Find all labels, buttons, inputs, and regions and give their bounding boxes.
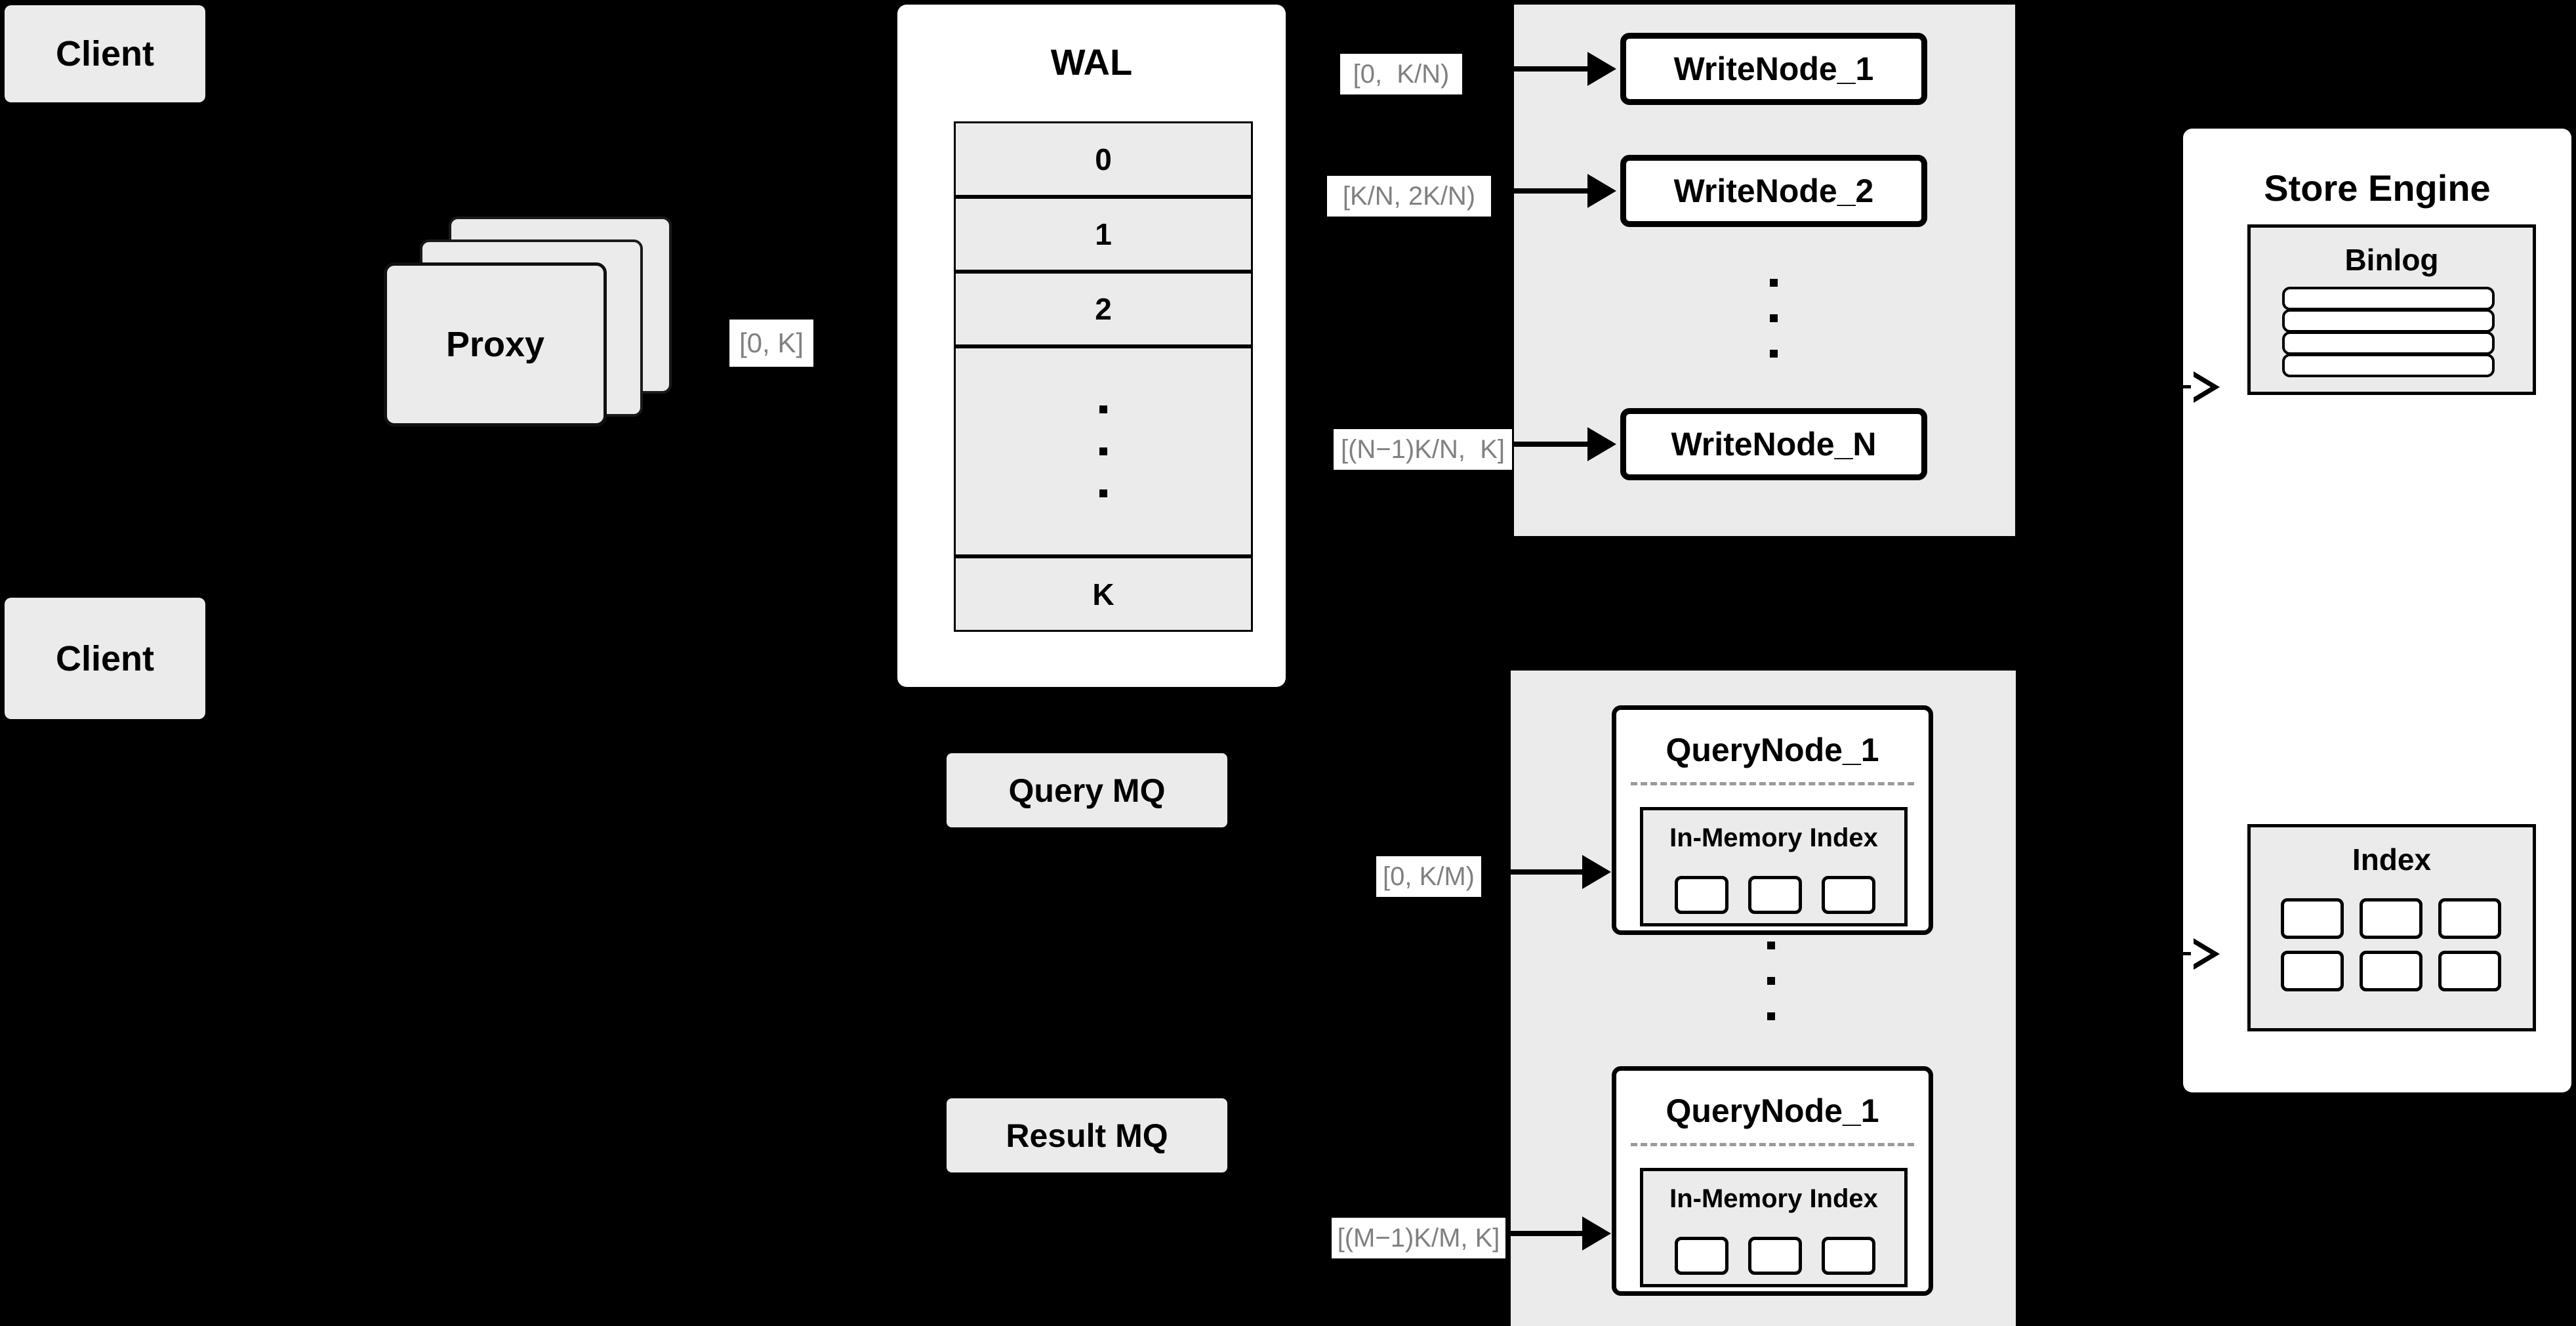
wal-title: WAL	[1050, 41, 1133, 83]
arrow-head-to-write-node-n	[1587, 427, 1616, 461]
arrow-line-to-query-node-m	[1420, 1231, 1594, 1236]
query-node-divider	[1631, 782, 1914, 785]
client-box-2[interactable]: Client	[5, 598, 205, 719]
write-node-2[interactable]: WriteNode_2	[1620, 155, 1927, 227]
arrow-line-to-binlog	[2144, 385, 2194, 388]
client-label: Client	[55, 638, 154, 678]
index-chip[interactable]	[1822, 1237, 1875, 1275]
binlog-title: Binlog	[2344, 243, 2439, 277]
index-chip[interactable]	[1748, 876, 1802, 914]
client-label: Client	[55, 34, 154, 73]
query-mq-box[interactable]: Query MQ	[947, 753, 1227, 827]
store-index-chip[interactable]	[2281, 898, 2344, 939]
in-memory-index-panel-1: In-Memory Index	[1640, 807, 1908, 926]
result-mq-label: Result MQ	[1006, 1117, 1168, 1154]
binlog-row[interactable]	[2282, 309, 2495, 333]
arrow-head-to-write-node-2	[1587, 174, 1616, 208]
in-memory-index-panel-2: In-Memory Index	[1640, 1168, 1908, 1287]
index-chip[interactable]	[1675, 876, 1728, 914]
wal-entry-k[interactable]: K	[954, 556, 1253, 632]
range-label-proxy-to-wal: [0, K]	[729, 320, 813, 367]
result-mq-box[interactable]: Result MQ	[947, 1098, 1227, 1172]
arrow-head-to-index	[2191, 938, 2220, 970]
index-chip[interactable]	[1822, 876, 1875, 914]
range-label-write-node-2: [K/N, 2K/N)	[1327, 176, 1491, 217]
query-node-title: QueryNode_1	[1666, 1092, 1879, 1129]
range-label-query-node-1: [0, K/M)	[1376, 856, 1481, 897]
arrow-line-to-write-node-2	[1421, 188, 1598, 194]
arrow-line-to-write-node-1	[1421, 66, 1598, 72]
wal-panel: WAL 0 1 2 K	[897, 5, 1286, 687]
index-chip[interactable]	[1748, 1237, 1802, 1275]
store-engine-title: Store Engine	[2264, 167, 2491, 209]
arrow-line-to-query-node-1	[1420, 869, 1594, 875]
write-node-vertical-ellipsis-icon	[1766, 279, 1782, 358]
store-index-chip[interactable]	[2281, 951, 2344, 991]
query-node-vertical-ellipsis-icon	[1763, 942, 1779, 1020]
query-node-m[interactable]: QueryNode_1 In-Memory Index	[1612, 1066, 1933, 1296]
store-index-chip[interactable]	[2438, 951, 2501, 991]
wal-vertical-ellipsis-icon	[1099, 405, 1107, 497]
store-index-chip[interactable]	[2360, 898, 2423, 939]
binlog-panel: Binlog	[2247, 224, 2536, 395]
query-node-title: QueryNode_1	[1666, 732, 1879, 768]
arrow-head-to-write-node-1	[1587, 52, 1616, 86]
write-node-label: WriteNode_1	[1673, 51, 1874, 87]
binlog-row[interactable]	[2282, 354, 2495, 377]
client-box-1[interactable]: Client	[5, 5, 205, 102]
arrow-line-to-index	[2144, 952, 2194, 955]
index-chip[interactable]	[1675, 1237, 1728, 1275]
write-node-n[interactable]: WriteNode_N	[1620, 408, 1927, 480]
wal-entry-1[interactable]: 1	[954, 197, 1253, 272]
wal-entry-0[interactable]: 0	[954, 121, 1253, 197]
query-node-divider	[1631, 1143, 1914, 1146]
store-index-chip[interactable]	[2438, 898, 2501, 939]
range-label-write-node-n: [(N−1)K/N, K]	[1334, 429, 1512, 470]
range-label-write-node-1: [0, K/N)	[1340, 54, 1462, 94]
arrow-head-to-query-node-m	[1582, 1216, 1611, 1251]
binlog-row[interactable]	[2282, 331, 2495, 355]
query-node-1[interactable]: QueryNode_1 In-Memory Index	[1612, 705, 1933, 935]
index-title: Index	[2352, 842, 2432, 877]
arrow-head-to-query-node-1	[1582, 855, 1611, 889]
wal-entry-2[interactable]: 2	[954, 272, 1253, 346]
query-mq-label: Query MQ	[1008, 772, 1166, 809]
wal-entry-ellipsis	[954, 346, 1253, 556]
in-memory-index-title: In-Memory Index	[1669, 1184, 1878, 1213]
binlog-row[interactable]	[2282, 287, 2495, 310]
proxy-label: Proxy	[445, 325, 545, 364]
range-label-query-node-m: [(M−1)K/M, K]	[1332, 1218, 1505, 1258]
write-node-label: WriteNode_N	[1671, 426, 1877, 463]
store-index-chip[interactable]	[2360, 951, 2423, 991]
store-engine-panel: Store Engine Binlog Index	[2183, 129, 2571, 1092]
write-node-label: WriteNode_2	[1673, 173, 1874, 209]
write-node-1[interactable]: WriteNode_1	[1620, 33, 1927, 105]
in-memory-index-title: In-Memory Index	[1669, 823, 1878, 852]
proxy-box[interactable]: Proxy	[384, 262, 607, 426]
arrow-head-to-binlog	[2191, 371, 2220, 403]
index-panel: Index	[2247, 824, 2536, 1031]
